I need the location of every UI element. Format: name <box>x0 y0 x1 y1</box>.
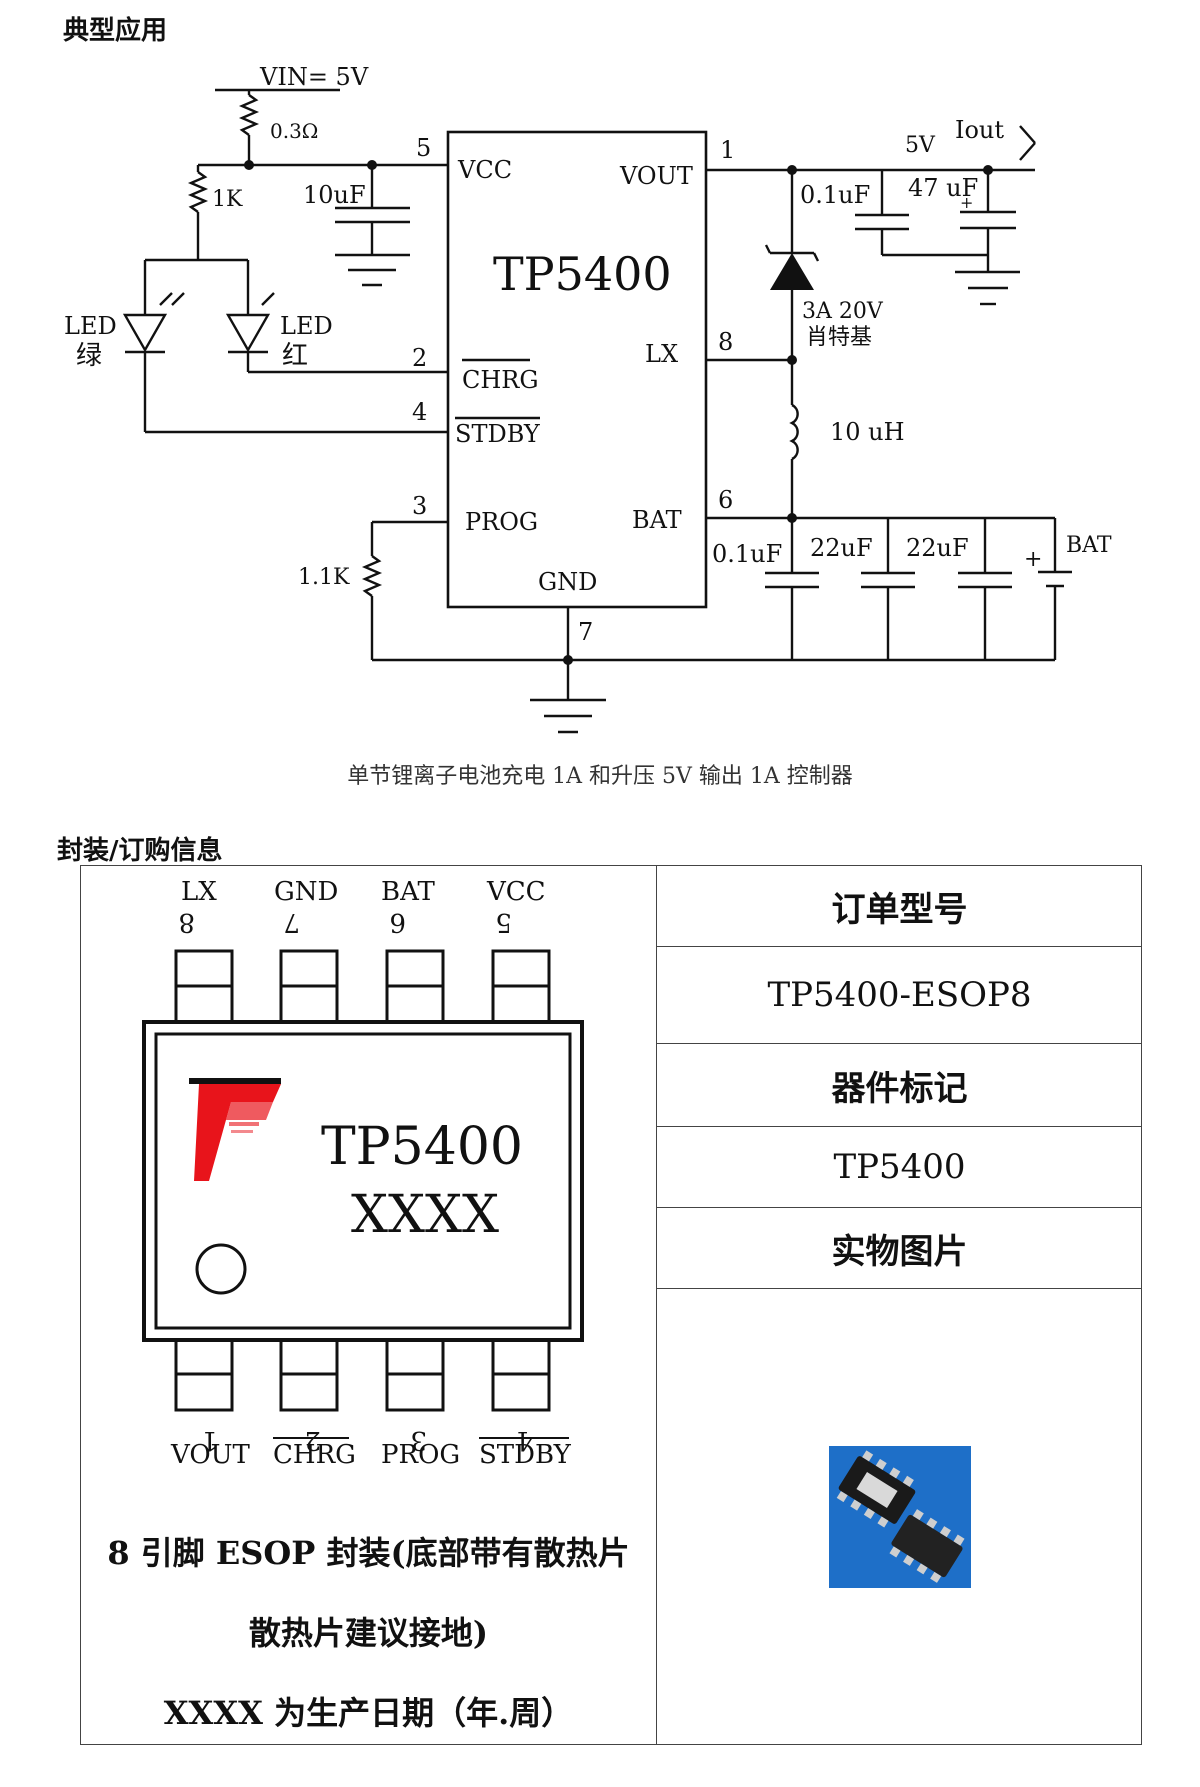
pin-num-gnd: 7 <box>578 618 593 646</box>
package-note-line1: 8 引脚 ESOP 封装(底部带有散热片 <box>107 1534 630 1572</box>
r-sense-label: 0.3Ω <box>270 119 318 143</box>
bottom-pin-name-2: CHRG <box>273 1440 356 1466</box>
led-red-label: LED <box>280 312 333 340</box>
top-pin-name-4: VCC <box>486 877 546 907</box>
top-pin-name-1: LX <box>181 877 217 907</box>
schematic-caption: 单节锂离子电池充电 1A 和升压 5V 输出 1A 控制器 <box>347 764 853 789</box>
r-led-label: 1K <box>212 187 243 212</box>
cap-plus-sign: + <box>960 193 973 212</box>
device-marking-value: TP5400 <box>657 1127 1142 1208</box>
top-pin-name-3: BAT <box>381 877 435 907</box>
c-bat3-label: 22uF <box>906 534 969 562</box>
chip-pin-gnd: GND <box>538 568 597 596</box>
r-prog-label: 1.1K <box>298 565 350 590</box>
chip-name: TP5400 <box>493 247 672 301</box>
chip-pin-vcc: VCC <box>457 156 512 184</box>
inductor-label: 10 uH <box>830 418 905 446</box>
pin-num-chrg: 2 <box>412 344 427 372</box>
pin-num-lx: 8 <box>718 328 733 356</box>
c-out1-label: 0.1uF <box>800 181 870 209</box>
top-pin-num-3: 6 <box>389 907 406 937</box>
top-pin-num-1: 8 <box>178 907 195 937</box>
order-model-value: TP5400-ESOP8 <box>657 947 1142 1044</box>
package-ordering-heading: 封装/订购信息 <box>57 836 223 866</box>
bottom-pin-name-3: PROG <box>381 1440 460 1466</box>
typical-application-heading: 典型应用 <box>63 16 168 46</box>
top-pin-name-2: GND <box>274 877 338 907</box>
c-bat2-label: 22uF <box>810 534 873 562</box>
bottom-pin-num-1: 1 <box>201 1425 218 1455</box>
bottom-pin-num-4: 4 <box>516 1425 533 1455</box>
pin-num-vout: 1 <box>720 136 735 164</box>
c-bat1-label: 0.1uF <box>712 540 782 568</box>
pin-num-vcc: 5 <box>416 134 431 162</box>
package-note-line2: 散热片建议接地) <box>248 1614 489 1652</box>
product-photo-cell <box>657 1289 1142 1744</box>
iout-label: Iout <box>955 116 1004 144</box>
package-drawing-cell: LX GND BAT VCC 8 7 6 5 TP5400 XXXX 1 2 3… <box>81 866 657 1744</box>
pin-num-bat: 6 <box>718 486 733 514</box>
esop8-package-drawing: LX GND BAT VCC 8 7 6 5 TP5400 XXXX 1 2 3… <box>142 877 584 1466</box>
pin-num-prog: 3 <box>412 492 427 520</box>
device-marking-header: 器件标记 <box>657 1044 1142 1127</box>
led-green-label: LED <box>64 312 117 340</box>
chip-pin-lx: LX <box>645 340 678 368</box>
package-note-line3: XXXX 为生产日期（年.周） <box>163 1694 574 1732</box>
c-in-label: 10uF <box>303 181 366 209</box>
application-schematic: VIN= 5V 0.3Ω 1K 10uF LED 绿 LED 红 5 2 4 3… <box>64 63 1112 734</box>
product-photo <box>829 1446 971 1588</box>
diode-rating-label: 3A 20V <box>802 299 884 324</box>
chip-pin-stdby: STDBY <box>455 420 541 448</box>
order-model-header: 订单型号 <box>657 866 1142 947</box>
top-pin-num-4: 5 <box>495 907 512 937</box>
package-marking-line1: TP5400 <box>321 1117 523 1177</box>
chip-pin-chrg: CHRG <box>462 366 539 394</box>
battery-label: BAT <box>1066 533 1112 558</box>
battery-plus-sign: + <box>1024 547 1042 572</box>
package-ordering-table: LX GND BAT VCC 8 7 6 5 TP5400 XXXX 1 2 3… <box>80 865 1142 1745</box>
vin-label: VIN= 5V <box>259 63 369 91</box>
chip-pin-bat: BAT <box>632 506 682 534</box>
chip-pin-vout: VOUT <box>619 162 693 190</box>
product-photo-header: 实物图片 <box>657 1208 1142 1289</box>
c-out2-label: 47 uF <box>908 174 978 202</box>
diode-type-label: 肖特基 <box>806 325 872 350</box>
bottom-pin-num-3: 3 <box>410 1425 427 1455</box>
led-green-color: 绿 <box>76 341 102 371</box>
bottom-pin-name-4: STDBY <box>479 1440 572 1466</box>
bottom-pin-num-2: 2 <box>304 1425 321 1455</box>
chip-pin-prog: PROG <box>465 508 538 536</box>
manufacturer-logo <box>189 1078 281 1181</box>
output-voltage-label: 5V <box>905 133 936 158</box>
led-red-color: 红 <box>282 341 308 371</box>
top-pin-num-2: 7 <box>283 907 300 937</box>
pin-num-stdby: 4 <box>412 398 427 426</box>
bottom-pin-name-1: VOUT <box>170 1440 251 1466</box>
package-marking-line2: XXXX <box>351 1185 499 1245</box>
